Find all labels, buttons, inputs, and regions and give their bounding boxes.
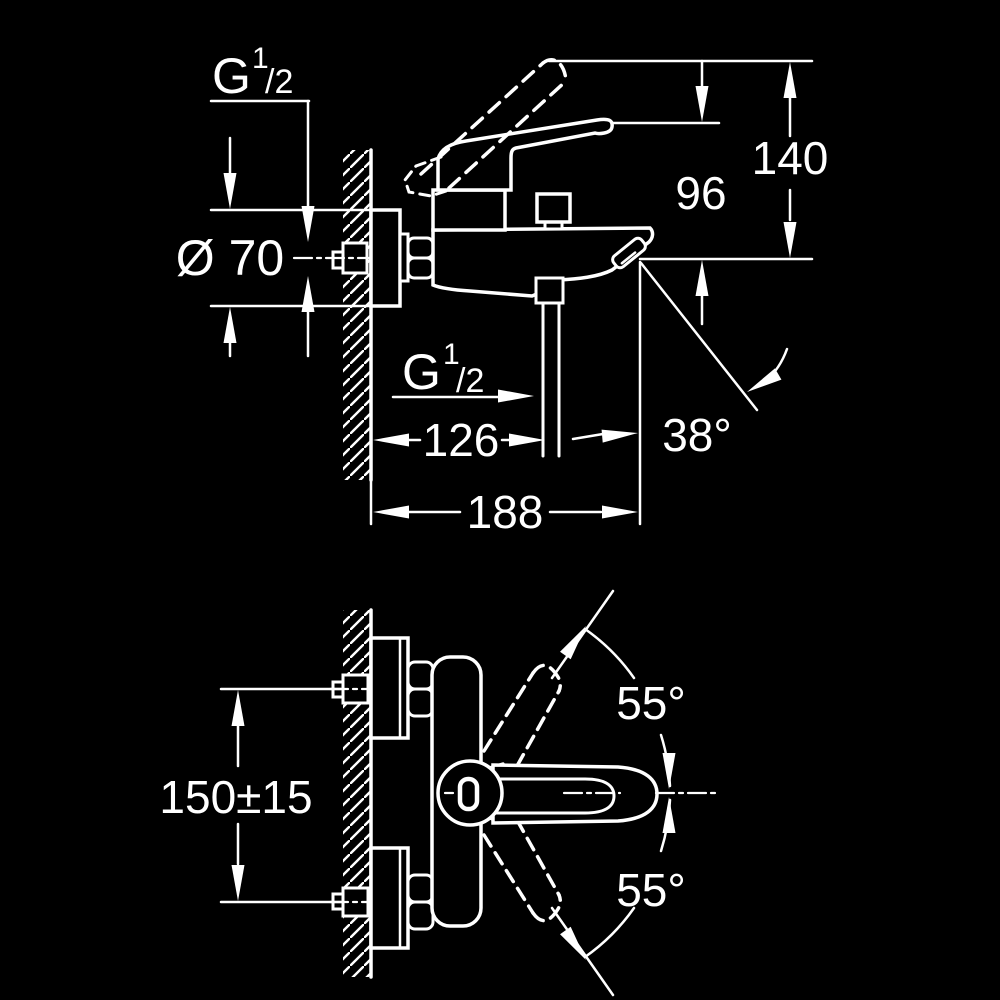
hose-thread-sup: 1 [443, 338, 460, 371]
wall-hatching [343, 150, 371, 480]
swing-ray-up [550, 589, 615, 680]
open-height-label: 140 [752, 132, 829, 184]
wall-section [343, 148, 373, 526]
wall-thread-rest: /2 [265, 63, 293, 101]
lever-swung-down-dashed [482, 818, 563, 923]
swing-down-label: 55° [616, 864, 686, 916]
cartridge-cap [431, 188, 507, 232]
connection-distance-label: 150±15 [159, 771, 312, 823]
front-view: 55° 55° 150±15 [159, 589, 720, 997]
dimension-flange-diameter: Ø 70 [176, 136, 402, 358]
pivot-slot [457, 776, 480, 812]
lever-pivot [436, 759, 504, 827]
lever-open-dashed [403, 58, 568, 198]
dimension-open-height: 140 [752, 62, 829, 258]
diverter-knob [535, 192, 572, 231]
wall-hatching-front [343, 610, 371, 977]
wall-flange-lower [369, 846, 410, 950]
dimension-hose-thread: G 1 /2 [391, 338, 534, 403]
union-nut [406, 236, 435, 280]
dimension-spout-reach: 188 [373, 486, 638, 538]
dimension-spout-angle: 38° [571, 261, 789, 461]
wall-flange-upper [369, 636, 410, 740]
wall-flange [369, 208, 410, 308]
flange-diameter-label: Ø 70 [176, 230, 284, 286]
union-nut-lower [406, 873, 435, 931]
side-view: G 1 /2 Ø 70 9 [176, 42, 829, 538]
spout-angle-label: 38° [662, 409, 732, 461]
water-stream-line [639, 261, 759, 412]
swing-up-label: 55° [616, 677, 686, 729]
hose-outlet [534, 276, 565, 458]
wall-thread-label: G [212, 48, 251, 104]
lever-height-label: 96 [675, 167, 726, 219]
hose-thread-rest: /2 [456, 362, 484, 400]
spout-reach-label: 188 [467, 486, 544, 538]
wall-thread-sup: 1 [252, 42, 269, 75]
lever-swung-up-dashed [482, 663, 563, 768]
dimension-connection-distance: 150±15 [159, 687, 343, 904]
hose-distance-label: 126 [423, 414, 500, 466]
hose-thread-label: G [402, 344, 441, 400]
dimension-lever-height: 96 [675, 59, 727, 326]
dimension-wall-thread: G 1 /2 [209, 42, 315, 358]
dimension-hose-distance: 126 [373, 414, 545, 466]
union-nut-upper [406, 660, 435, 718]
aerator [611, 236, 647, 270]
wall-section-front [343, 608, 373, 979]
swing-ray-down [550, 906, 615, 997]
